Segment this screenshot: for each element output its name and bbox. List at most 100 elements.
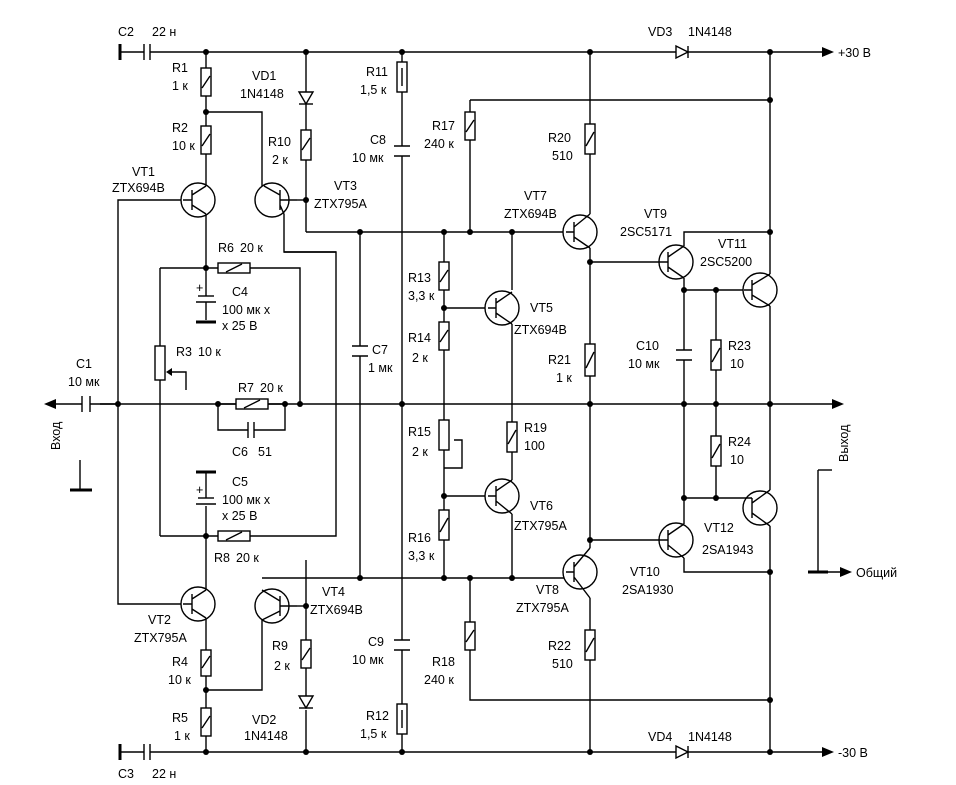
c8-value-label: 10 мк — [352, 151, 384, 165]
vt8 — [562, 547, 598, 599]
r7-ref-label: R7 — [238, 381, 254, 395]
r17-value-label: 240 к — [424, 137, 454, 151]
vt9-value-label: 2SC5171 — [620, 225, 672, 239]
vd3-value-label: 1N4148 — [688, 25, 732, 39]
ground-label: Общий — [856, 566, 897, 580]
vt1 — [180, 182, 216, 218]
vt6-ref-label: VT6 — [530, 499, 553, 513]
vt6 — [484, 478, 520, 515]
capacitors: + + — [81, 44, 692, 760]
r5-ref-label: R5 — [172, 711, 188, 725]
c10-ref-label: C10 — [636, 339, 659, 353]
c3-value-label: 22 н — [152, 767, 176, 781]
r12-ref-label: R12 — [366, 709, 389, 723]
vt8-ref-label: VT8 — [536, 583, 559, 597]
rail-neg-label: -30 В — [838, 746, 868, 760]
vt5-value-label: ZTX694B — [514, 323, 567, 337]
vt3-ref-label: VT3 — [334, 179, 357, 193]
r19-value-label: 100 — [524, 439, 545, 453]
r5-value-label: 1 к — [174, 729, 190, 743]
c4-ref-label: C4 — [232, 285, 248, 299]
r22-ref-label: R22 — [548, 639, 571, 653]
transistors — [180, 182, 778, 624]
c9-ref-label: C9 — [368, 635, 384, 649]
r24-value-label: 10 — [730, 453, 744, 467]
r10-ref-label: R10 — [268, 135, 291, 149]
c1-value-label: 10 мк — [68, 375, 100, 389]
r12-value-label: 1,5 к — [360, 727, 387, 741]
r11-ref-label: R11 — [366, 65, 388, 79]
r8-value-label: 20 к — [236, 551, 259, 565]
r15-value-label: 2 к — [412, 445, 428, 459]
r2-ref-label: R2 — [172, 121, 188, 135]
input-label: Вход — [49, 421, 63, 450]
r23-value-label: 10 — [730, 357, 744, 371]
vt5 — [484, 290, 520, 326]
r18-ref-label: R18 — [432, 655, 455, 669]
r17-ref-label: R17 — [432, 119, 455, 133]
vt10 — [658, 522, 694, 559]
r4-ref-label: R4 — [172, 655, 188, 669]
vt4-ref-label: VT4 — [322, 585, 345, 599]
vt3 — [254, 182, 297, 218]
vt11 — [742, 272, 778, 308]
vd2-ref-label: VD2 — [252, 713, 276, 727]
c4-value2-label: х 25 В — [222, 319, 257, 333]
vt2-ref-label: VT2 — [148, 613, 171, 627]
vt12 — [742, 489, 778, 527]
r2-value-label: 10 к — [172, 139, 195, 153]
r20-value-label: 510 — [552, 149, 573, 163]
r1-value-label: 1 к — [172, 79, 188, 93]
vt4-value-label: ZTX694B — [310, 603, 363, 617]
r7-value-label: 20 к — [260, 381, 283, 395]
c6-ref-label: C6 — [232, 445, 248, 459]
vt8-value-label: ZTX795A — [516, 601, 569, 615]
c9-value-label: 10 мк — [352, 653, 384, 667]
vt1-ref-label: VT1 — [132, 165, 155, 179]
rail-arrows — [44, 44, 852, 760]
r20-ref-label: R20 — [548, 131, 571, 145]
junctions — [115, 49, 773, 755]
c2-ref-label: C2 — [118, 25, 134, 39]
vt7-ref-label: VT7 — [524, 189, 547, 203]
r14-ref-label: R14 — [408, 331, 431, 345]
c6-value-label: 51 — [258, 445, 272, 459]
c2-value-label: 22 н — [152, 25, 176, 39]
vt7-value-label: ZTX694B — [504, 207, 557, 221]
r6-value-label: 20 к — [240, 241, 263, 255]
r18-value-label: 240 к — [424, 673, 454, 687]
r3-ref-label: R3 — [176, 345, 192, 359]
r1-ref-label: R1 — [172, 61, 188, 75]
c5-ref-label: C5 — [232, 475, 248, 489]
c5-value2-label: х 25 В — [222, 509, 257, 523]
r24-ref-label: R24 — [728, 435, 751, 449]
c10-value-label: 10 мк — [628, 357, 660, 371]
vt2-value-label: ZTX795A — [134, 631, 187, 645]
vt9 — [658, 244, 694, 280]
r13-ref-label: R13 — [408, 271, 431, 285]
vd4-value-label: 1N4148 — [688, 730, 732, 744]
diodes — [297, 44, 690, 760]
vt5-ref-label: VT5 — [530, 301, 553, 315]
vt12-value-label: 2SA1943 — [702, 543, 753, 557]
r10-value-label: 2 к — [272, 153, 288, 167]
vt10-value-label: 2SA1930 — [622, 583, 673, 597]
vt2 — [180, 586, 216, 622]
r13-value-label: 3,3 к — [408, 289, 435, 303]
c1-ref-label: C1 — [76, 357, 92, 371]
rail-pos-label: +30 В — [838, 46, 871, 60]
vt1-value-label: ZTX694B — [112, 181, 165, 195]
r14-value-label: 2 к — [412, 351, 428, 365]
r3-value-label: 10 к — [198, 345, 221, 359]
c5-value1-label: 100 мк х — [222, 493, 271, 507]
r9-ref-label: R9 — [272, 639, 288, 653]
vt6-value-label: ZTX795A — [514, 519, 567, 533]
vt4 — [254, 588, 297, 624]
r21-ref-label: R21 — [548, 353, 571, 367]
vt11-value-label: 2SC5200 — [700, 255, 752, 269]
c3-ref-label: C3 — [118, 767, 134, 781]
vt9-ref-label: VT9 — [644, 207, 667, 221]
r19-ref-label: R19 — [524, 421, 547, 435]
wires — [56, 51, 840, 753]
